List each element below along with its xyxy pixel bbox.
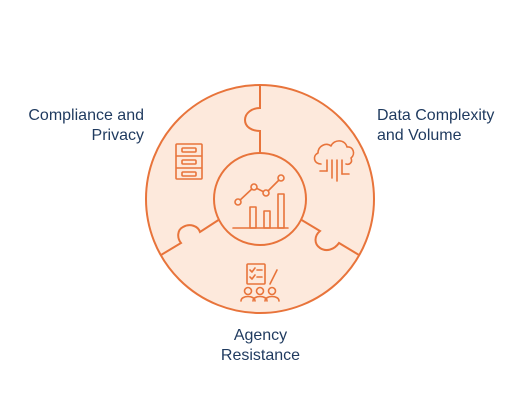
puzzle-seam-top: [243, 85, 261, 154]
label-data-line2: and Volume: [377, 127, 462, 144]
puzzle-seam-left: [160, 218, 221, 256]
analytics-chart-icon: [232, 174, 289, 229]
filing-cabinet-icon: [175, 143, 203, 180]
label-agency-resistance: Agency Resistance: [200, 326, 321, 366]
label-compliance-line2: Privacy: [91, 127, 144, 144]
cloud-data-icon: [313, 140, 355, 182]
center-hub: [213, 152, 307, 246]
label-agency-line1: Agency: [233, 327, 288, 344]
puzzle-seam-right: [299, 218, 360, 256]
label-compliance-line1: Compliance and: [28, 107, 144, 124]
team-checklist-icon: [240, 263, 280, 302]
label-compliance-privacy: Compliance and Privacy: [24, 106, 144, 146]
label-agency-line2: Resistance: [220, 347, 301, 364]
label-data-line1: Data Complexity: [377, 107, 495, 124]
label-data-complexity: Data Complexity and Volume: [377, 106, 517, 146]
